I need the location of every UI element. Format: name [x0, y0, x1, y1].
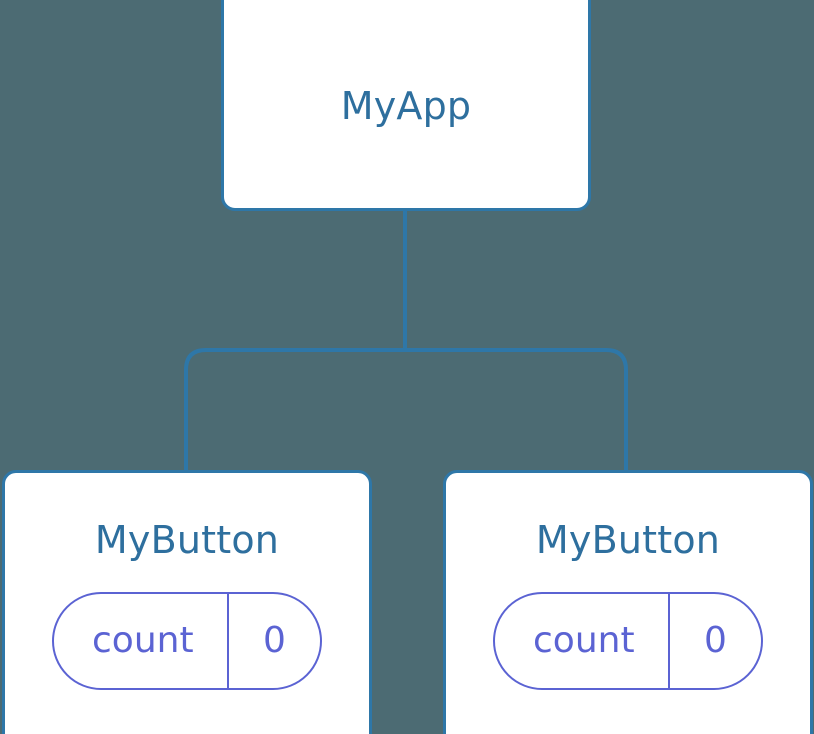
edge-right-branch: [405, 348, 628, 474]
state-value: 0: [227, 594, 320, 688]
component-node-mybutton-right[interactable]: MyButton count 0: [443, 470, 813, 734]
component-node-myapp[interactable]: MyApp: [221, 0, 591, 211]
component-title: MyApp: [340, 83, 472, 128]
component-title: MyButton: [94, 518, 280, 562]
component-node-mybutton-left[interactable]: MyButton count 0: [2, 470, 372, 734]
state-key: count: [533, 620, 635, 661]
state-pill[interactable]: count 0: [493, 592, 763, 690]
state-pill[interactable]: count 0: [52, 592, 322, 690]
state-key: count: [92, 620, 194, 661]
edge-left-branch: [184, 348, 405, 474]
state-value: 0: [668, 594, 761, 688]
component-title: MyButton: [535, 518, 721, 562]
